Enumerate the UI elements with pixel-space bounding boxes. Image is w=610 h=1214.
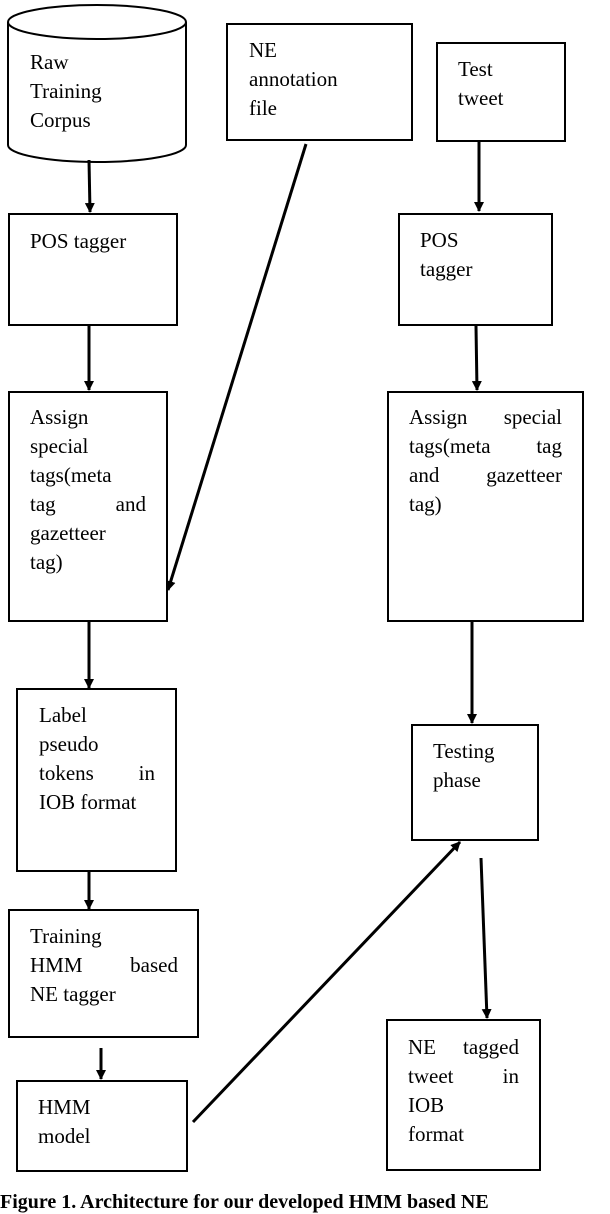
label-pseudo-label: Label pseudo tokens in IOB format (39, 703, 155, 814)
ne-tagged-box (386, 1019, 541, 1171)
hmm-model-box (16, 1080, 188, 1172)
raw-corpus-label: Raw Training Corpus (30, 50, 102, 132)
test-tweet-box (436, 42, 566, 142)
ne-tagged-label: NE tagged tweet in IOB format (408, 1035, 519, 1146)
pos-tagger-left-box (8, 213, 178, 326)
raw-corpus-cylinder (7, 4, 187, 163)
pos-tagger-right-box (398, 213, 553, 326)
assign-tags-left-box (8, 391, 168, 622)
training-hmm-box (8, 909, 199, 1038)
arrow-annotation-to-assign (165, 143, 308, 591)
pos-tagger-right-label: POS tagger (420, 228, 473, 281)
arrow-testing-to-output (479, 857, 492, 1019)
arrow-pos-to-assign-right (471, 325, 482, 391)
label-pseudo-box (16, 688, 177, 872)
arrow-corpus-to-pos (84, 159, 95, 213)
arrow-model-to-testing (191, 840, 462, 1124)
ne-annotation-label: NE annotation file (249, 38, 338, 120)
testing-phase-label: Testing phase (433, 739, 495, 792)
test-tweet-label: Test tweet (458, 57, 504, 110)
testing-phase-box (411, 724, 539, 841)
assign-tags-left-label: Assign special tags(meta tag and gazette… (30, 405, 146, 574)
pos-tagger-left-label: POS tagger (30, 229, 127, 253)
figure-caption: Figure 1. Architecture for our developed… (0, 1191, 489, 1213)
training-hmm-label: Training HMM based NE tagger (30, 924, 178, 1006)
assign-tags-right-label: Assign special tags(meta tag and gazette… (409, 405, 562, 516)
assign-tags-right-box (387, 391, 584, 622)
ne-annotation-box (226, 23, 413, 141)
hmm-model-label: HMM model (38, 1095, 91, 1148)
